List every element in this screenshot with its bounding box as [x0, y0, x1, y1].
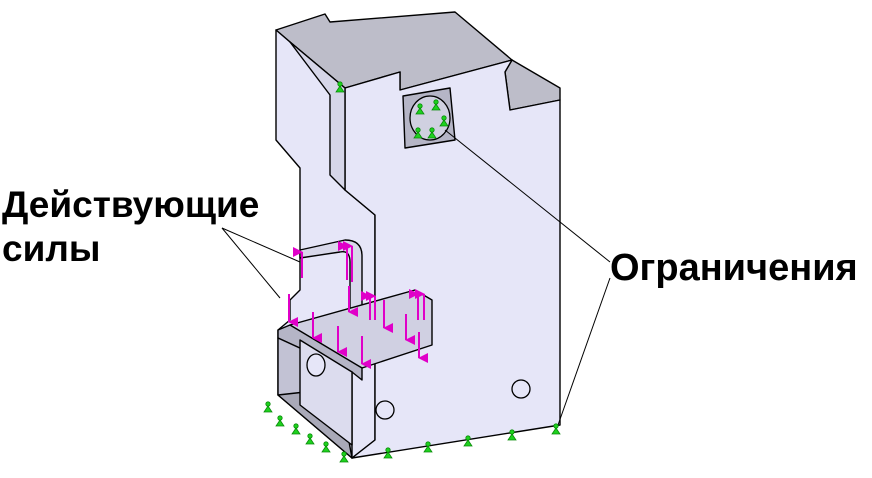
- fixture-icon: [427, 127, 437, 139]
- right-face: [344, 59, 561, 459]
- fixture-icon: [431, 99, 441, 111]
- fixture-icon: [383, 447, 393, 459]
- fixture-icon: [339, 451, 349, 463]
- top-recess: [289, 41, 346, 191]
- forces-label-line1: Действующие: [2, 184, 260, 225]
- side-hole: [306, 353, 326, 377]
- fixture-icon: [305, 433, 315, 445]
- leader-forces-a: [221, 227, 301, 263]
- fixture-icon: [439, 115, 449, 127]
- fixture-icon: [415, 103, 425, 115]
- fixture-icon: [291, 423, 301, 435]
- fixture-icon: [275, 415, 285, 427]
- part-body: [275, 11, 561, 459]
- fixture-icon: [263, 401, 273, 413]
- forces-label-line2: силы: [2, 228, 101, 269]
- leader-lines: [221, 129, 611, 426]
- fixture-icon: [321, 441, 331, 453]
- face-hole-2: [511, 379, 531, 399]
- fixture-icon: [423, 441, 433, 453]
- leader-constraints-a: [444, 129, 611, 263]
- fixture-icon: [551, 423, 561, 435]
- face-hole-1: [375, 400, 395, 420]
- fixture-icon: [413, 127, 423, 139]
- leader-constraints-b: [557, 277, 611, 426]
- fixture-icon: [335, 81, 345, 93]
- force-arrows: [288, 241, 428, 369]
- leader-forces-b: [221, 227, 281, 299]
- constraint-markers: [263, 81, 561, 463]
- fixture-icon: [507, 429, 517, 441]
- constraints-label: Ограничения: [610, 247, 858, 289]
- fixture-icon: [463, 435, 473, 447]
